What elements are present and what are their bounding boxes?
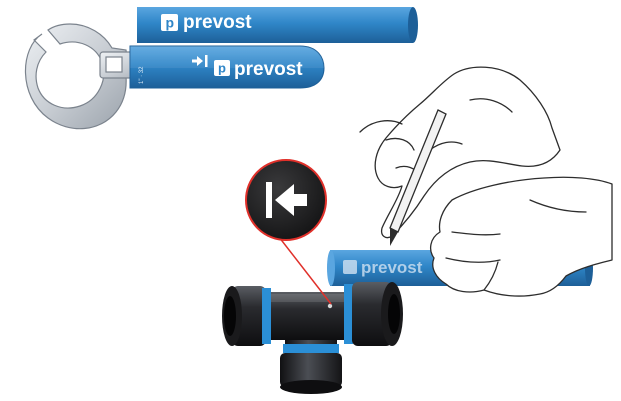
calibration-tool-label: prevost [234, 59, 303, 80]
top-pipe-label: prevost [183, 12, 252, 33]
top-pipe-logo-letter: p [166, 15, 175, 31]
marked-pipe-label: prevost [361, 258, 423, 277]
wrench-size-marking: 1" · 32 [139, 66, 145, 84]
wrench-square-hole [106, 57, 122, 72]
tee-fitting [222, 282, 403, 394]
top-pipe: p prevost [137, 7, 418, 43]
tool-logo-letter: p [218, 61, 226, 76]
calibration-tool: 1" · 32 p prevost [130, 46, 324, 88]
